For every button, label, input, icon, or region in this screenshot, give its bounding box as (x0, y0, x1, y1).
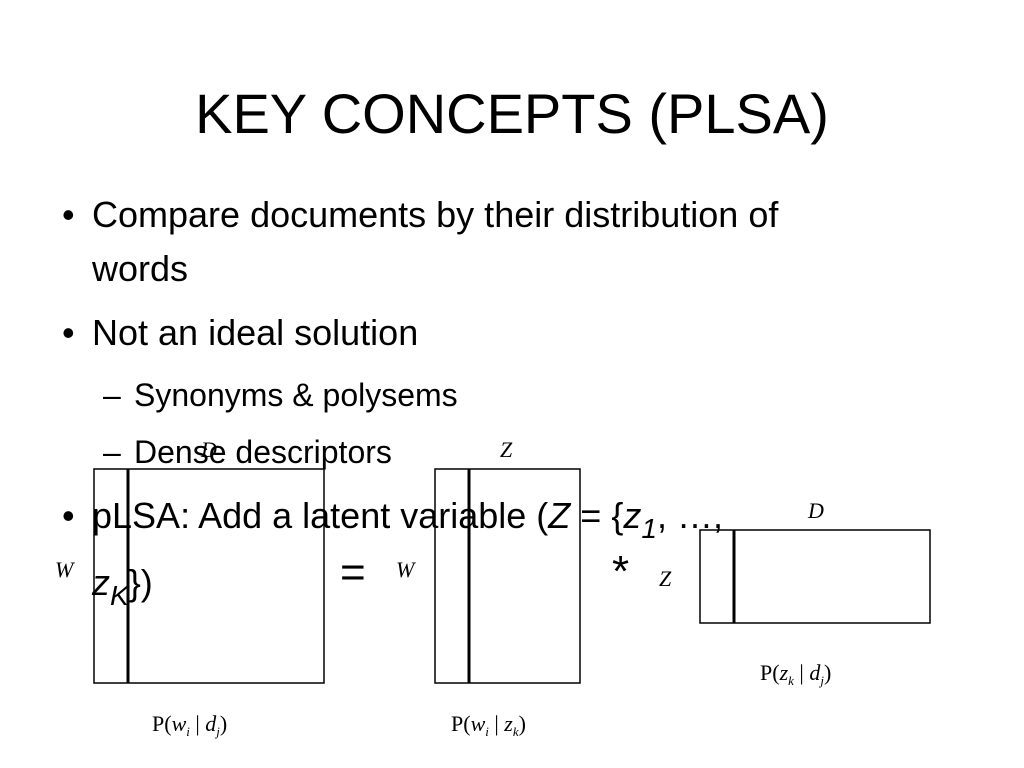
caption-sub-b: k (512, 724, 519, 739)
caption-bar: | (793, 660, 810, 685)
caption-sub-b: j (820, 673, 824, 688)
caption-sub-a: k (788, 673, 794, 688)
bullet-mark: • (62, 495, 75, 536)
matrix-left-side-label: W (55, 557, 74, 582)
equals-sign: = (340, 548, 366, 597)
caption-p: P( (152, 711, 172, 736)
bullet-plsa: • pLSA: Add a latent variable (Z = {z1, … (62, 489, 912, 623)
matrix-mid-top-label: Z (500, 437, 513, 462)
caption-p: P( (451, 711, 471, 736)
matrix-mid-box (434, 468, 581, 684)
dash-mark: – (103, 377, 121, 413)
dash-mark: – (103, 434, 121, 470)
matrix-mid-side-label: W (396, 557, 415, 582)
slide-title: KEY CONCEPTS (PLSA) (195, 82, 829, 145)
caption-close: ) (219, 711, 228, 736)
bullet-text: Not an ideal solution (92, 312, 419, 353)
caption-var-b: d (809, 660, 821, 685)
matrix-left-box (93, 468, 325, 684)
bullet-mark: • (62, 194, 75, 235)
caption-var-b: z (504, 711, 513, 736)
caption-sub-a: i (485, 724, 489, 739)
eq-text: = { (570, 495, 624, 536)
sub-bullet-dense-descriptors: – Dense descriptors (103, 432, 392, 472)
var-zk: z (92, 562, 110, 603)
caption-close: ) (823, 660, 832, 685)
caption-bar: | (488, 711, 505, 736)
sub-bullet-text: Dense descriptors (134, 434, 392, 470)
var-z1: z (623, 495, 642, 536)
sub-bullet-text: Synonyms & polysems (134, 377, 458, 413)
caption-var-b: d (205, 711, 217, 736)
bullet-not-ideal: • Not an ideal solution (62, 306, 419, 360)
var-zk-sub: K (110, 580, 129, 611)
bullet-text-line1: Compare documents by their distribution … (92, 194, 779, 235)
caption-sub-b: j (216, 724, 220, 739)
matrix-right-box (699, 529, 931, 624)
caption-p-z-given-d: P(zk | dj) (760, 660, 831, 694)
var-z: Z (548, 495, 571, 536)
caption-var-a: z (779, 660, 789, 685)
var-z1-sub: 1 (641, 513, 657, 544)
bullet-prefix: pLSA: Add a latent variable ( (92, 495, 549, 536)
matrix-right-side-label: Z (659, 566, 672, 591)
caption-p-w-given-z: P(wi | zk) (451, 711, 526, 745)
caption-var-a: w (171, 711, 187, 736)
bullet-text-line2: words (92, 248, 189, 289)
caption-close: ) (518, 711, 526, 736)
caption-p: P( (760, 660, 780, 685)
mid-text: , …, (656, 495, 723, 536)
caption-p-w-given-d: P(wi | dj) (152, 711, 227, 745)
matrix-right-top-label: D (808, 498, 824, 523)
matrix-left-top-label: D (201, 437, 217, 462)
caption-bar: | (189, 711, 206, 736)
bullet-mark: • (62, 312, 75, 353)
bullet-suffix: }) (128, 562, 153, 603)
caption-sub-a: i (186, 724, 190, 739)
sub-bullet-synonyms: – Synonyms & polysems (103, 375, 458, 415)
multiply-sign: * (612, 547, 630, 596)
caption-var-a: w (470, 711, 486, 736)
bullet-compare-documents: • Compare documents by their distributio… (62, 188, 992, 296)
